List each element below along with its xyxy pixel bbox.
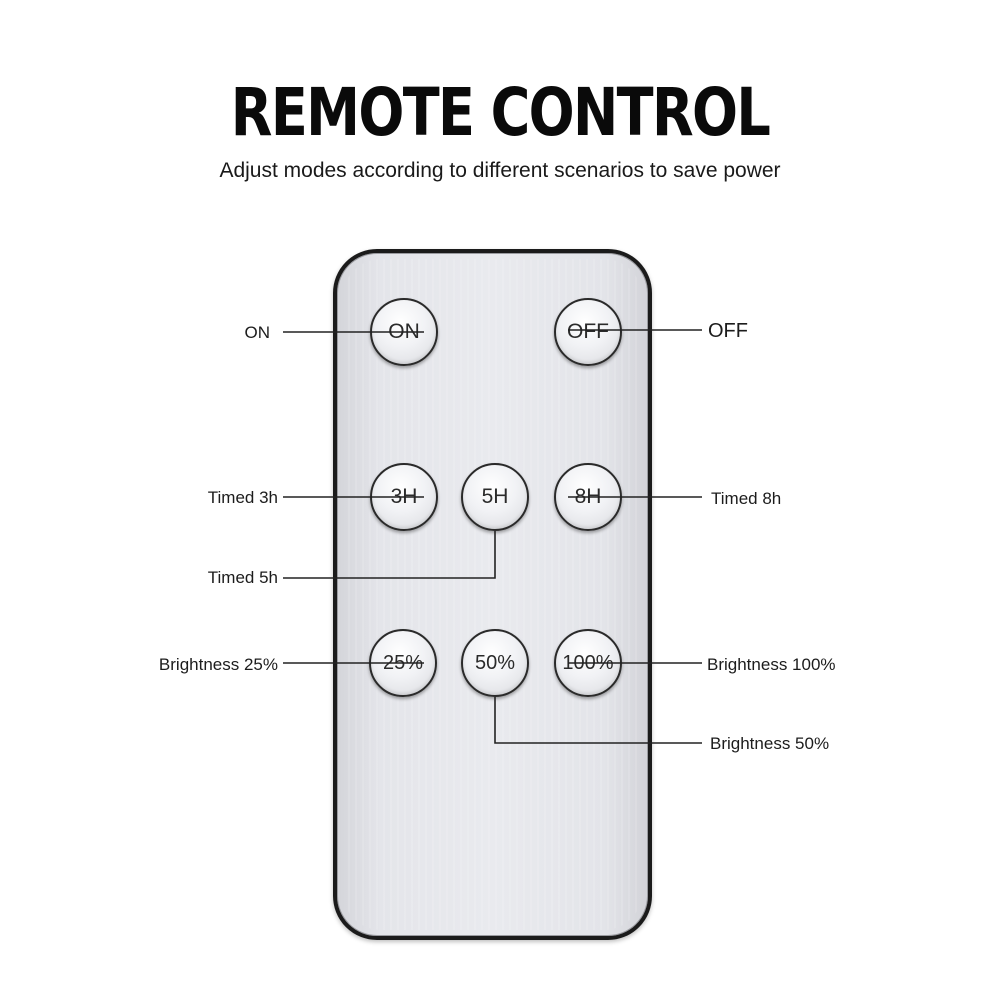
callout-timed-8h: Timed 8h (711, 489, 782, 508)
off-button[interactable]: OFF (554, 298, 622, 366)
brightness-25-button[interactable]: 25% (369, 629, 437, 697)
timer-3h-button[interactable]: 3H (370, 463, 438, 531)
callout-brightness-100: Brightness 100% (707, 655, 836, 674)
callout-off: OFF (708, 320, 748, 342)
page-subtitle: Adjust modes according to different scen… (219, 159, 781, 182)
page-title: REMOTE CONTROL (230, 74, 771, 151)
timer-5h-button[interactable]: 5H (461, 463, 529, 531)
callout-timed-3h: Timed 3h (207, 488, 278, 507)
callout-timed-5h: Timed 5h (207, 568, 278, 587)
callout-on: ON (244, 323, 271, 342)
callout-brightness-50: Brightness 50% (710, 734, 830, 753)
brightness-50-button[interactable]: 50% (461, 629, 529, 697)
on-button[interactable]: ON (370, 298, 438, 366)
brightness-100-button[interactable]: 100% (554, 629, 622, 697)
timer-8h-button[interactable]: 8H (554, 463, 622, 531)
callout-brightness-25: Brightness 25% (158, 655, 278, 674)
